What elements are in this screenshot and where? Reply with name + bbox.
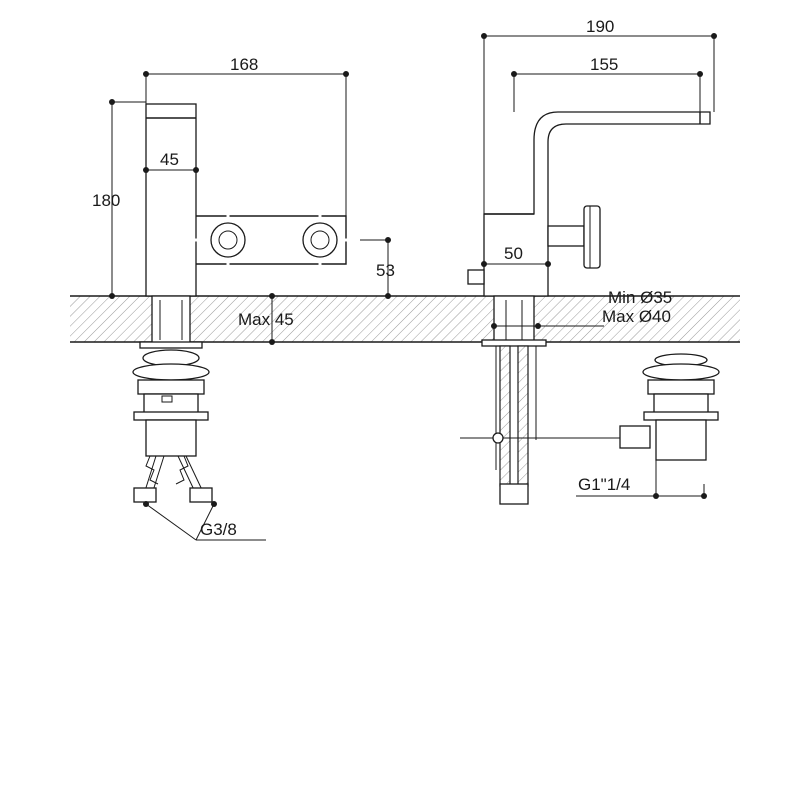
right-cross-handle — [278, 205, 360, 275]
dim-max40-label: Max Ø40 — [602, 307, 671, 326]
side-view-faucet — [460, 111, 711, 505]
dim-45-label: 45 — [160, 150, 179, 169]
dim-g38-label: G3/8 — [200, 520, 237, 539]
dim-50-label: 50 — [504, 244, 523, 263]
dim-g114-label: G1"1/4 — [578, 475, 630, 494]
dim-min35-label: Min Ø35 — [608, 288, 672, 307]
dim-53-label: 53 — [376, 261, 395, 280]
front-view-waste — [132, 363, 213, 503]
dimension-lines — [109, 33, 717, 541]
front-view-faucet — [139, 103, 360, 367]
dim-168-label: 168 — [230, 55, 258, 74]
dim-180-label: 180 — [92, 191, 120, 210]
side-view-waste — [642, 353, 720, 461]
dim-155-label: 155 — [590, 55, 618, 74]
dim-190-label: 190 — [586, 17, 614, 36]
left-cross-handle — [186, 205, 268, 275]
dimension-labels: 168 45 180 53 Max 45 190 155 50 Min Ø35 … — [92, 17, 672, 539]
dim-max45-label: Max 45 — [238, 310, 294, 329]
